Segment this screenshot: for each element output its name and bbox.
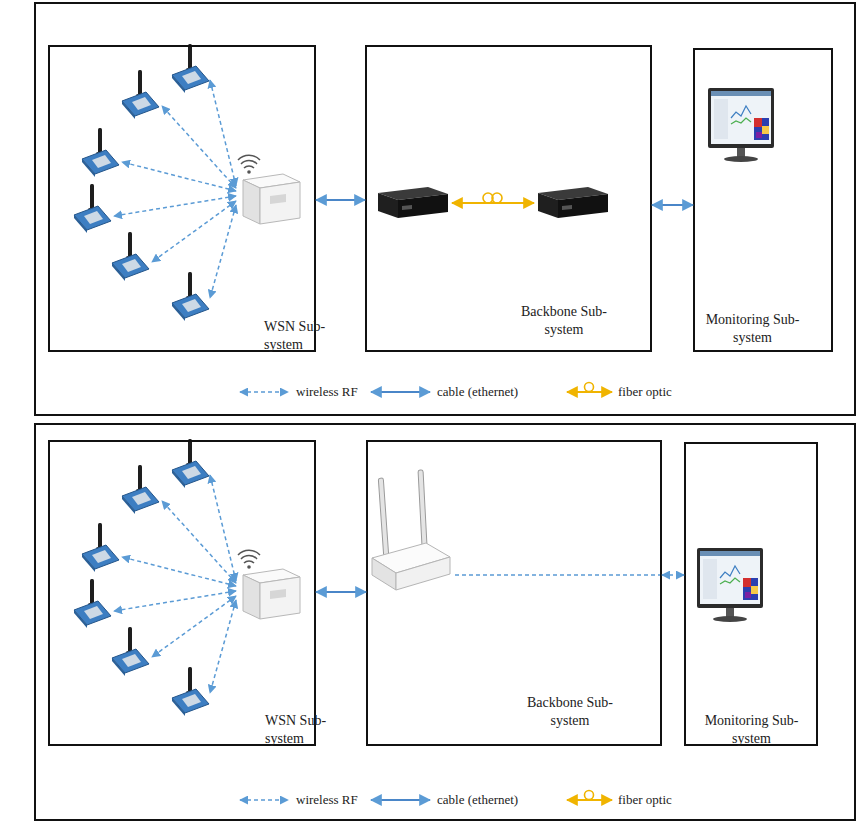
wireless-link (455, 574, 662, 576)
router-icon (372, 558, 396, 590)
legend-sample (240, 791, 612, 801)
fiber-link (452, 202, 534, 204)
subsystem-label: WSN Sub-system (264, 318, 339, 354)
subsystem-label: Monitoring Sub-system (700, 311, 805, 347)
subsystem-box: Backbone Sub-system (366, 440, 662, 746)
legend-sample (585, 791, 594, 800)
wireless-connector (662, 574, 684, 576)
media-converter (378, 187, 448, 218)
subsystem-label: Backbone Sub-system (525, 694, 615, 730)
cable-connector (316, 591, 366, 593)
monitor-icon (708, 88, 774, 162)
legend-text: fiber optic (618, 792, 672, 808)
wsn-illustration (74, 44, 300, 321)
legend-sample (585, 383, 594, 392)
panel-frame (35, 424, 855, 820)
legend-sample (371, 391, 430, 393)
router-icon (418, 470, 427, 546)
legend-text: wireless RF (296, 792, 358, 808)
subsystem-label: WSN Sub-system (265, 712, 340, 748)
fiber-link (492, 193, 502, 203)
router-icon (372, 470, 450, 590)
legend-text: cable (ethernet) (437, 384, 518, 400)
fiber-link (452, 193, 534, 203)
media-converter (538, 187, 608, 218)
legend-sample (240, 391, 288, 393)
cable-connector (316, 199, 365, 201)
legend-text: wireless RF (296, 384, 358, 400)
legend-sample (240, 383, 612, 393)
legend-text: cable (ethernet) (437, 792, 518, 808)
panel-frame (35, 3, 855, 415)
legend-sample (371, 799, 430, 801)
cable-connector (652, 204, 693, 206)
legend-text: fiber optic (618, 384, 672, 400)
subsystem-box: Backbone Sub-system (365, 45, 652, 352)
subsystem-box: WSN Sub-system (48, 45, 316, 352)
monitor-icon (697, 548, 763, 622)
subsystem-label: Monitoring Sub-system (699, 712, 804, 748)
router-icon (396, 557, 450, 590)
wsn-illustration (74, 439, 300, 716)
subsystem-box: Monitoring Sub-system (693, 48, 833, 352)
legend-sample (240, 799, 288, 801)
subsystem-box: Monitoring Sub-system (684, 442, 818, 746)
router-icon (378, 478, 389, 560)
subsystem-box: WSN Sub-system (48, 440, 316, 746)
subsystem-label: Backbone Sub-system (519, 303, 609, 339)
